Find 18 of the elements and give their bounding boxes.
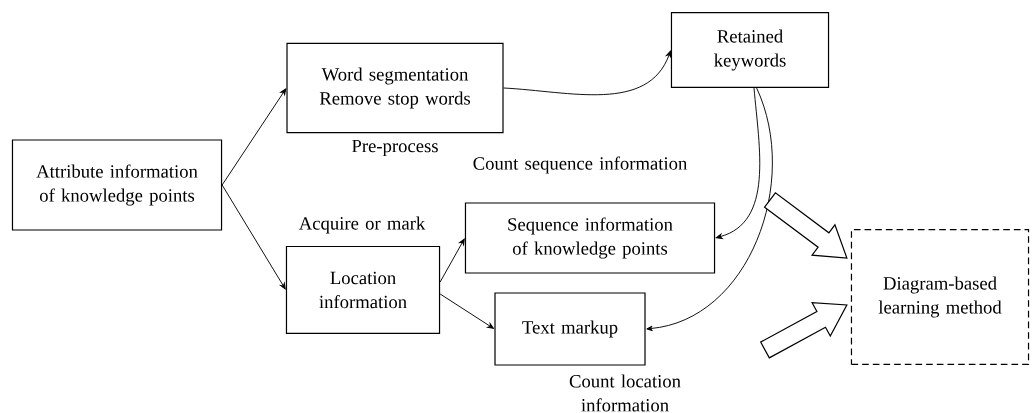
- dashed-box: Diagram-based learning method: [850, 228, 1030, 366]
- caption-text: Count location information: [569, 374, 681, 412]
- process-box: Text markup: [494, 292, 646, 366]
- arrow: [221, 184, 286, 290]
- process-box: Attribute information of knowledge points: [11, 139, 223, 231]
- arrow: [715, 87, 761, 239]
- arrow: [439, 238, 465, 283]
- arrow: [503, 50, 672, 96]
- arrow: [646, 87, 773, 332]
- arrow: [221, 88, 287, 186]
- arrow: [439, 293, 494, 329]
- process-box: Sequence information of knowledge points: [464, 202, 716, 274]
- process-box: Location information: [285, 245, 441, 335]
- caption-text: Acquire or mark: [298, 216, 426, 234]
- note-text: Count sequence information: [473, 156, 688, 174]
- process-box: Retained keywords: [670, 11, 830, 89]
- caption-text: Pre-process: [352, 139, 438, 157]
- process-box: Word segmentation Remove stop words: [286, 42, 504, 134]
